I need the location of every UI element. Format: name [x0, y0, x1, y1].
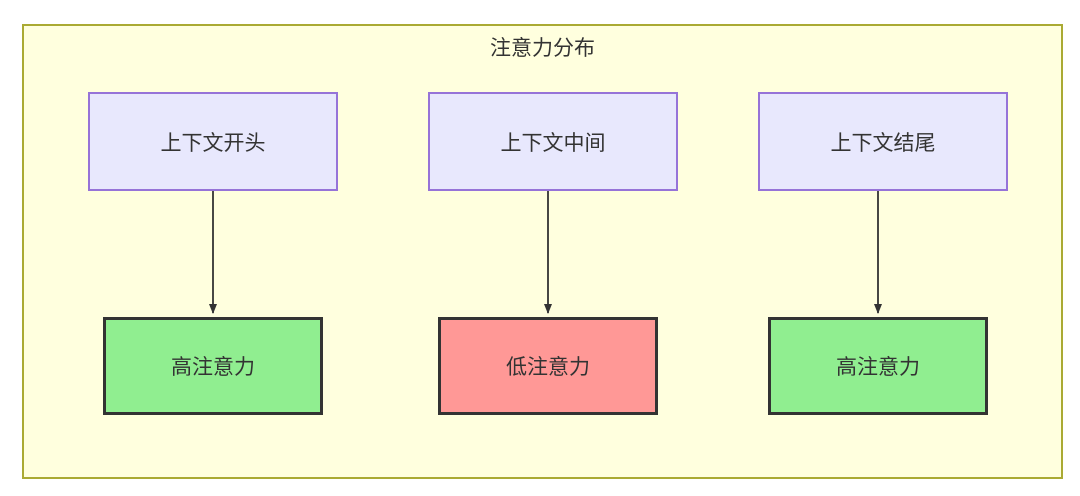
node-high-attention-start[interactable]: 高注意力	[103, 317, 323, 415]
node-high-attention-end-label: 高注意力	[836, 356, 920, 379]
node-high-attention-end[interactable]: 高注意力	[768, 317, 988, 415]
subgraph-title: 注意力分布	[490, 37, 595, 60]
node-low-attention-middle-label: 低注意力	[506, 356, 590, 379]
node-context-start[interactable]: 上下文开头	[88, 92, 338, 191]
node-context-start-label: 上下文开头	[160, 131, 266, 155]
node-context-end-label: 上下文结尾	[830, 131, 936, 155]
node-high-attention-start-label: 高注意力	[171, 356, 255, 379]
node-context-middle[interactable]: 上下文中间	[428, 92, 678, 191]
node-low-attention-middle[interactable]: 低注意力	[438, 317, 658, 415]
node-context-end[interactable]: 上下文结尾	[758, 92, 1008, 191]
node-context-middle-label: 上下文中间	[500, 131, 606, 155]
